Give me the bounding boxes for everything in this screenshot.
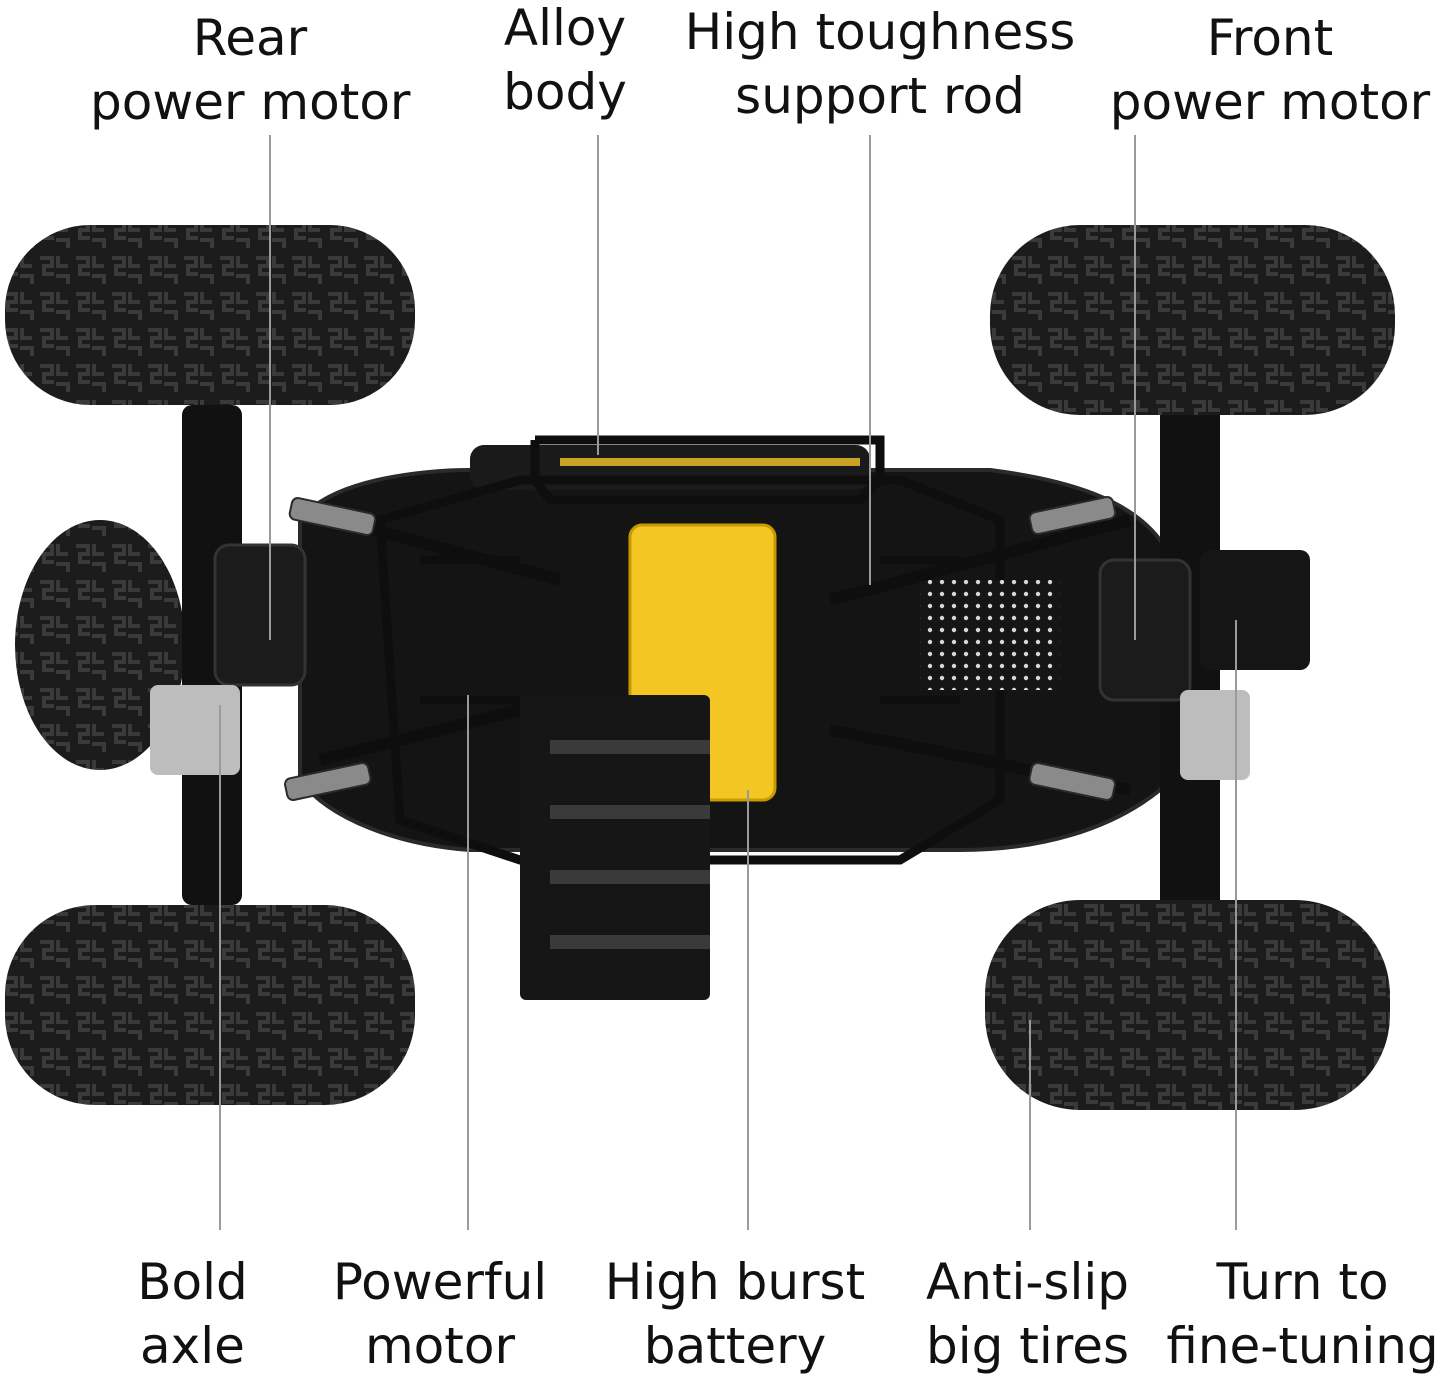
rear-bottom-tire <box>5 905 415 1105</box>
label-alloy-body: Alloy body <box>503 0 627 121</box>
label-rear-power-motor: Rear power motor <box>90 9 411 131</box>
front-top-tire <box>990 225 1395 415</box>
rear-top-tire <box>5 225 415 405</box>
label-high-burst-battery: High burst battery <box>604 1253 866 1375</box>
motor-heatsink <box>520 695 710 1000</box>
label-support-rod: High toughness support rod <box>684 3 1076 125</box>
coil-springs <box>284 496 1117 801</box>
label-fine-tuning: Turn to fine-tuning <box>1166 1253 1439 1375</box>
spare-tire <box>15 520 185 770</box>
label-front-power-motor: Front power motor <box>1109 9 1431 131</box>
label-bold-axle: Bold axle <box>137 1253 248 1375</box>
leader-lines <box>219 135 1237 1230</box>
label-anti-slip-tires: Anti-slip big tires <box>925 1253 1130 1375</box>
front-bottom-tire <box>985 900 1390 1110</box>
label-powerful-motor: Powerful motor <box>332 1253 548 1375</box>
mesh-grille <box>920 580 1060 690</box>
front-axle <box>1098 405 1310 915</box>
rear-axle <box>150 405 307 905</box>
